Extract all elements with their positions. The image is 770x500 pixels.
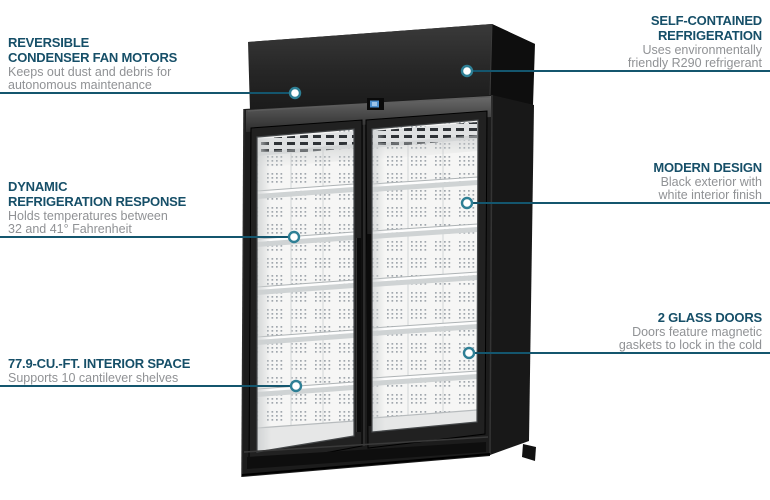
- callout-dot-modern-design: [460, 196, 474, 210]
- callout-dots: [287, 64, 476, 393]
- callout-lines: [0, 70, 770, 387]
- right-glass-door: [365, 110, 488, 449]
- callout-title: 77.9-CU.-FT. INTERIOR SPACE: [8, 356, 191, 371]
- left-door-shelves: [257, 183, 354, 397]
- callout-interior-space: 77.9-CU.-FT. INTERIOR SPACE Supports 10 …: [8, 356, 238, 385]
- callout-dot-refrigeration-response: [287, 230, 301, 244]
- callout-dot-self-contained: [460, 64, 474, 78]
- base-kick-plate: [241, 436, 491, 476]
- callout-title: MODERN DESIGN: [653, 160, 762, 175]
- callout-dot-fan-motors: [288, 86, 302, 100]
- left-glass-door: [248, 119, 363, 468]
- temperature-control-display: [367, 98, 384, 110]
- callout-dot-glass-doors: [462, 346, 476, 360]
- condenser-housing: [248, 23, 535, 111]
- top-rail: [246, 96, 491, 132]
- right-door-shelves: [372, 176, 478, 386]
- callout-title: 2 GLASS DOORS: [657, 310, 763, 325]
- callout-dot-interior-space: [289, 379, 303, 393]
- callout-body: Supports 10 cantilever shelves: [8, 371, 179, 385]
